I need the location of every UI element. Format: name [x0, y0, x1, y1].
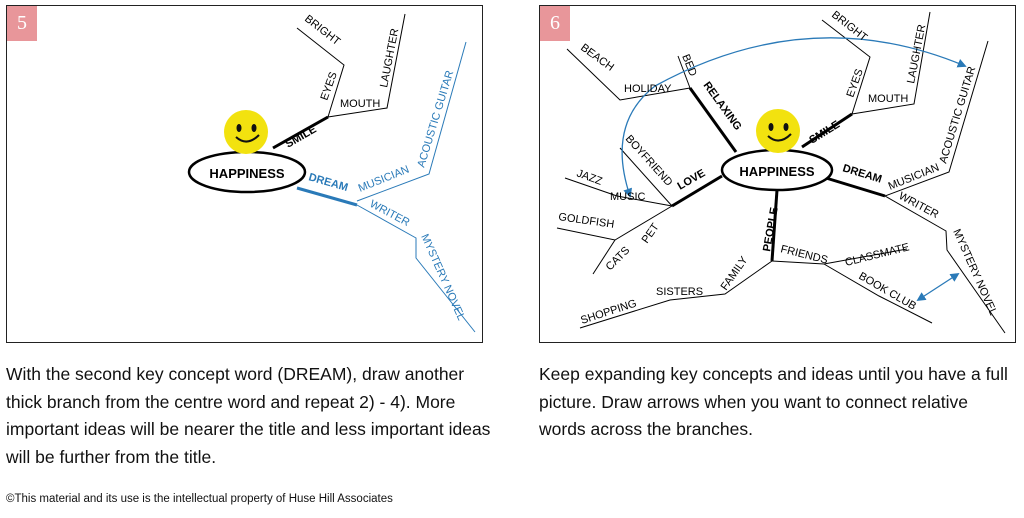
word-relaxing: RELAXING — [701, 80, 744, 133]
word-smile: SMILE — [807, 119, 842, 147]
word-goldfish: GOLDFISH — [558, 211, 615, 231]
word-dream: DREAM — [841, 162, 883, 185]
word-dream: DREAM — [307, 171, 349, 194]
word-musician: MUSICIAN — [357, 163, 411, 194]
caption-step-6: Keep expanding key concepts and ideas un… — [539, 364, 1008, 439]
word-pet: PET — [640, 221, 662, 246]
word-mystery-novel: MYSTERY NOVEL — [418, 232, 467, 322]
word-eyes: EYES — [319, 70, 340, 102]
word-writer: WRITER — [368, 198, 412, 229]
word-acoustic-guitar: ACOUSTIC GUITAR — [415, 69, 456, 169]
word-mouth: MOUTH — [340, 98, 380, 110]
word-laughter: LAUGHTER — [378, 27, 401, 88]
word-acoustic-guitar: ACOUSTIC GUITAR — [937, 65, 978, 165]
word-smile: SMILE — [284, 123, 319, 150]
smiley-face-icon — [224, 110, 268, 154]
word-sisters: SISTERS — [656, 286, 703, 298]
word-bright: BRIGHT — [302, 13, 342, 48]
mind-map-panel-step-6: 6 — [539, 5, 1016, 343]
mind-map-diagram-5: HAPPINESS SMILE EYES BRIGHT MOUTH LAUGHT… — [187, 13, 476, 333]
word-people: PEOPLE — [761, 206, 781, 252]
word-writer: WRITER — [897, 190, 941, 221]
step-number-badge: 6 — [540, 6, 570, 41]
word-classmate: CLASSMATE — [844, 241, 911, 269]
word-cats: CATS — [604, 244, 633, 273]
word-holiday: HOLIDAY — [624, 83, 672, 95]
word-laughter: LAUGHTER — [905, 23, 928, 84]
caption-step-5: With the second key concept word (DREAM)… — [6, 364, 491, 467]
mind-map-panel-step-5: 5 HAPPINESS SMILE EYES BRIGHT MOUTH LAUG… — [6, 5, 483, 343]
smiley-face-icon — [756, 109, 800, 153]
copyright-footer: ©This material and its use is the intell… — [6, 493, 393, 505]
word-mystery-novel: MYSTERY NOVEL — [950, 227, 999, 317]
word-book-club: BOOK CLUB — [857, 270, 919, 312]
center-word: HAPPINESS — [209, 166, 284, 181]
word-music: MUSIC — [610, 191, 646, 203]
step-number-badge: 5 — [7, 6, 37, 41]
word-eyes: EYES — [845, 67, 866, 99]
word-bed: BED — [679, 53, 699, 79]
word-beach: BEACH — [578, 42, 616, 74]
mind-map-diagram-6: HAPPINESS SMILE EYES BRIGHT MOUTH LAUGHT… — [556, 9, 1006, 334]
word-musician: MUSICIAN — [887, 161, 941, 192]
center-word: HAPPINESS — [739, 164, 814, 179]
word-jazz: JAZZ — [575, 168, 604, 188]
word-mouth: MOUTH — [868, 93, 908, 105]
